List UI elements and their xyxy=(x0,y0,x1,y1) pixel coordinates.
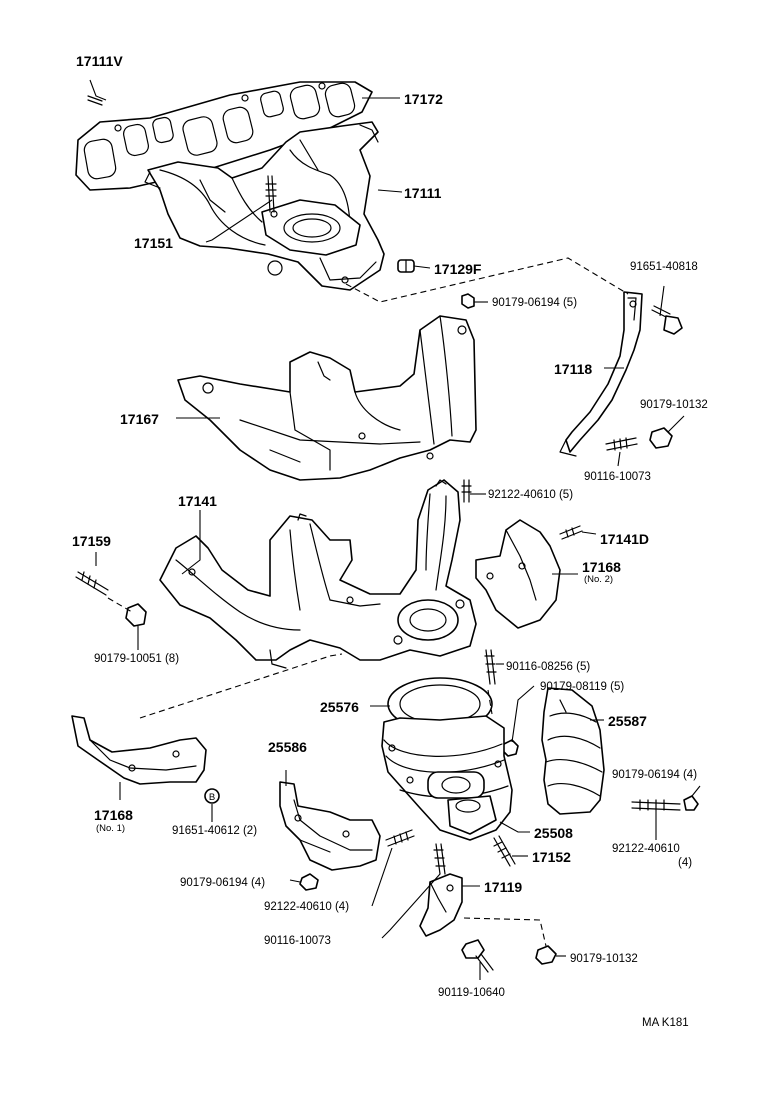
exhaust-manifold-17141[interactable] xyxy=(159,479,477,669)
label-17168-no1: 17168 xyxy=(94,807,133,823)
stud-90116-10073-bottom[interactable] xyxy=(433,843,446,875)
label-25508: 25508 xyxy=(534,825,573,841)
heat-insulator-17168-no2[interactable] xyxy=(475,519,561,629)
heat-insulator-17167[interactable] xyxy=(177,315,477,481)
gasket-17172[interactable] xyxy=(75,81,373,191)
label-92122-40610-5: 92122-40610 (5) xyxy=(488,489,573,501)
part-labels: 17111V 17172 17111 17151 17129F 91651-40… xyxy=(72,53,708,1029)
label-90179-10132-bottom: 90179-10132 xyxy=(570,953,638,965)
label-90179-10051-8: 90179-10051 (8) xyxy=(94,653,179,665)
dashed-connection-lines xyxy=(107,257,629,947)
label-90116-10073-bottom: 90116-10073 xyxy=(264,935,331,947)
label-17141D: 17141D xyxy=(600,531,649,547)
label-17118: 17118 xyxy=(554,361,592,377)
label-17159: 17159 xyxy=(72,533,111,549)
nut-90179-06194-left[interactable] xyxy=(299,873,319,891)
catalytic-converter-25508[interactable] xyxy=(381,715,513,841)
stud-17111V[interactable] xyxy=(87,95,103,106)
nut-90179-10132-top[interactable] xyxy=(649,427,673,449)
leader-lines xyxy=(89,79,701,980)
stud-17152[interactable] xyxy=(493,835,516,867)
label-90179-06194-5: 90179-06194 (5) xyxy=(492,297,577,309)
label-91651-40612-2: 91651-40612 (2) xyxy=(172,825,257,837)
label-17168-no1-sub: (No. 1) xyxy=(96,823,125,834)
label-92122-40610-right: 92122-40610 xyxy=(612,843,680,855)
stud-90116-08256[interactable] xyxy=(484,649,497,685)
label-17168-no2-sub: (No. 2) xyxy=(584,574,613,585)
nut-90179-10132-bottom[interactable] xyxy=(535,945,557,965)
footer-reference: MA K181 xyxy=(642,1017,689,1029)
label-92122-40610-right-qty: (4) xyxy=(678,857,692,869)
stud-17159[interactable] xyxy=(75,571,109,596)
stud-92122-40610-right[interactable] xyxy=(631,799,681,811)
label-90179-10132-top: 90179-10132 xyxy=(640,399,708,411)
heat-insulator-17168-no1[interactable] xyxy=(71,715,207,785)
label-17168-no2: 17168 xyxy=(582,559,621,575)
exhaust-manifold-17111[interactable] xyxy=(144,121,385,291)
bracket-17119[interactable] xyxy=(419,873,463,937)
label-90179-06194-4-left: 90179-06194 (4) xyxy=(180,877,265,889)
heat-insulator-25586[interactable] xyxy=(279,781,381,871)
svg-text:B: B xyxy=(209,792,215,803)
label-91651-40818: 91651-40818 xyxy=(630,261,698,273)
heat-insulator-25587[interactable] xyxy=(541,687,605,815)
label-17151: 17151 xyxy=(134,235,173,251)
label-90179-06194-4-right: 90179-06194 (4) xyxy=(612,769,697,781)
bolt-91651-40612[interactable]: B xyxy=(204,788,220,804)
stud-17141D[interactable] xyxy=(559,525,583,540)
bracket-17118[interactable] xyxy=(559,291,643,457)
label-17119: 17119 xyxy=(484,879,522,895)
bolt-90119-10640[interactable] xyxy=(461,939,494,973)
label-17167: 17167 xyxy=(120,411,159,427)
stud-92122-40610-5[interactable] xyxy=(461,479,472,503)
label-17129F: 17129F xyxy=(434,261,482,277)
nut-90179-06194[interactable] xyxy=(461,293,475,309)
label-25586: 25586 xyxy=(268,739,307,755)
label-17111: 17111 xyxy=(404,185,442,201)
label-92122-40610-4: 92122-40610 (4) xyxy=(264,901,349,913)
nut-90179-06194-right[interactable] xyxy=(683,795,699,811)
stud-17151[interactable] xyxy=(265,175,277,213)
label-90116-08256-5: 90116-08256 (5) xyxy=(506,661,590,673)
label-90179-08119-5: 90179-08119 (5) xyxy=(540,681,624,693)
label-17141: 17141 xyxy=(178,493,217,509)
stud-90116-10073-top[interactable] xyxy=(605,437,638,451)
bolt-91651-40818[interactable] xyxy=(651,305,683,335)
label-25576: 25576 xyxy=(320,699,359,715)
label-17152: 17152 xyxy=(532,849,571,865)
plug-17129F[interactable] xyxy=(397,259,415,273)
label-90119-10640: 90119-10640 xyxy=(438,987,505,999)
stud-92122-40610-4[interactable] xyxy=(385,829,415,847)
label-17172: 17172 xyxy=(404,91,443,107)
label-90116-10073-top: 90116-10073 xyxy=(584,471,651,483)
label-17111V: 17111V xyxy=(76,53,123,69)
nut-90179-10051[interactable] xyxy=(125,603,147,627)
label-25587: 25587 xyxy=(608,713,647,729)
